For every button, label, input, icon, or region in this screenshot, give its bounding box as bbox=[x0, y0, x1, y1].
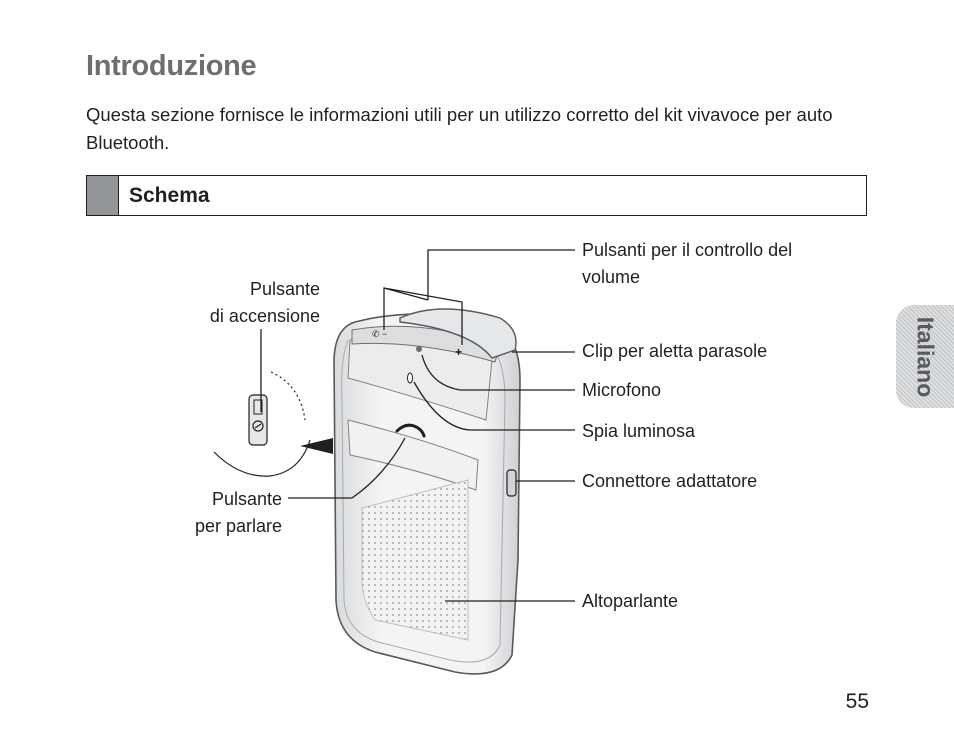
intro-paragraph: Questa sezione fornisce le informazioni … bbox=[86, 104, 833, 153]
page-title: Introduzione bbox=[86, 50, 257, 82]
page-number: 55 bbox=[845, 690, 869, 713]
microphone-callout: Microfono bbox=[582, 380, 662, 400]
power-icon bbox=[252, 420, 264, 432]
adapter-connector-callout: Connettore adattatore bbox=[582, 471, 758, 491]
power-button-callout: Pulsante di accensione bbox=[160, 276, 320, 330]
section-title: Schema bbox=[129, 184, 210, 207]
svg-text:+: + bbox=[455, 345, 462, 359]
leader-volume bbox=[383, 249, 575, 345]
section-marker bbox=[87, 176, 119, 215]
leader-talk bbox=[288, 437, 406, 499]
leader-microphone bbox=[421, 354, 575, 391]
volume-buttons-label-line1: Pulsanti per il controllo del bbox=[582, 240, 793, 260]
talk-button-callout: Pulsante per parlare bbox=[150, 486, 282, 540]
svg-text:✆ −: ✆ − bbox=[372, 329, 387, 339]
power-button-inset bbox=[213, 371, 333, 477]
speaker-callout: Altoparlante bbox=[582, 591, 679, 611]
volume-buttons-callout: Pulsanti per il controllo del volume bbox=[582, 237, 792, 291]
section-header: Schema bbox=[86, 175, 867, 216]
power-button-label-line2: di accensione bbox=[209, 306, 320, 326]
talk-button-label-line1: Pulsante bbox=[211, 489, 282, 509]
indicator-light-callout: Spia luminosa bbox=[582, 421, 696, 441]
language-tab: Italiano bbox=[896, 305, 954, 408]
leader-indicator bbox=[413, 381, 575, 431]
phone-handset-icon bbox=[395, 423, 426, 438]
volume-buttons-label-line2: volume bbox=[582, 267, 641, 287]
power-button-label-line1: Pulsante bbox=[249, 279, 320, 299]
talk-button-label-line2: per parlare bbox=[194, 516, 282, 536]
visor-clip-callout: Clip per aletta parasole bbox=[582, 341, 768, 361]
device-body: ✆ − + bbox=[333, 308, 521, 675]
